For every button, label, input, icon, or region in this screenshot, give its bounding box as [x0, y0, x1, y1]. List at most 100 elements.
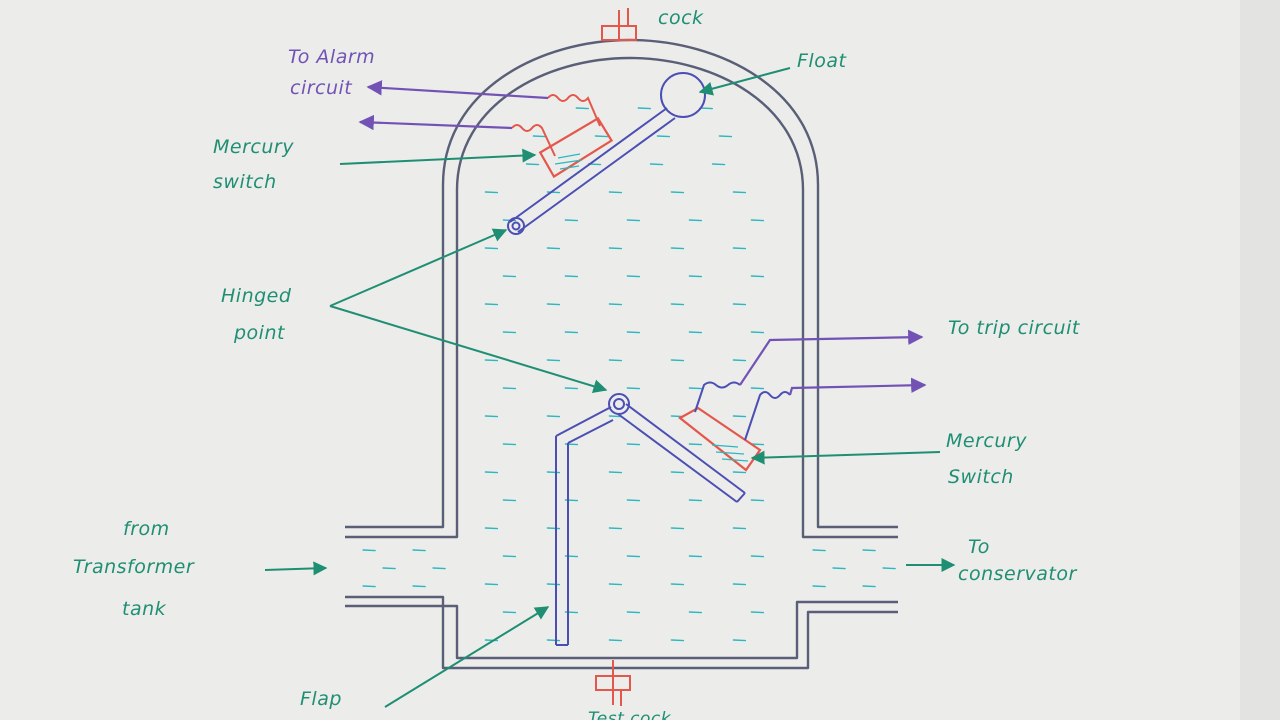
- oil-dash: [832, 567, 846, 570]
- oil-dash: [525, 163, 540, 166]
- oil-dash: [502, 611, 517, 614]
- oil-dash: [812, 585, 826, 588]
- oil-dash: [608, 415, 623, 418]
- oil-dash: [732, 471, 747, 474]
- label-flap: Flap: [300, 688, 342, 710]
- label-alarm-line1: To Alarm: [288, 46, 375, 68]
- oil-dash: [502, 555, 517, 558]
- oil-dash: [626, 219, 641, 222]
- oil-dash: [626, 331, 641, 334]
- oil-dash: [732, 247, 747, 250]
- oil-dash: [688, 555, 703, 558]
- flap-assembly: [555, 393, 746, 646]
- oil-dash: [575, 107, 590, 110]
- oil-dash: [750, 611, 765, 614]
- oil-dash: [656, 135, 671, 138]
- oil-dash: [608, 359, 623, 362]
- oil-dash: [546, 639, 561, 642]
- oil-dash: [412, 585, 426, 588]
- oil-dash: [732, 639, 747, 642]
- oil-dash: [484, 415, 499, 418]
- oil-dash: [688, 611, 703, 614]
- label-hinged-line2: point: [233, 322, 286, 344]
- alarm-wires: [358, 80, 549, 131]
- trip-wires: [739, 329, 927, 396]
- oil-dash: [484, 527, 499, 530]
- oil-dash: [862, 585, 876, 588]
- oil-dash: [564, 219, 579, 222]
- oil-dash: [670, 359, 685, 362]
- label-cock-bottom: Test cock: [588, 709, 672, 720]
- oil-dash: [484, 191, 499, 194]
- upper-mercury-switch: [511, 94, 614, 179]
- top-cock: [601, 8, 637, 41]
- oil-dash: [750, 555, 765, 558]
- label-hinged-line1: Hinged: [221, 285, 292, 307]
- oil-dash: [546, 303, 561, 306]
- oil-dash: [546, 415, 561, 418]
- oil-dash: [626, 387, 641, 390]
- oil-dash: [608, 247, 623, 250]
- oil-dash: [432, 567, 446, 570]
- oil-dash: [546, 471, 561, 474]
- oil-dash: [670, 471, 685, 474]
- oil-dash: [532, 135, 547, 138]
- oil-dash: [564, 275, 579, 278]
- oil-dash: [732, 359, 747, 362]
- oil-dash: [732, 583, 747, 586]
- oil-dash: [670, 639, 685, 642]
- oil-dash: [732, 415, 747, 418]
- label-mercury-upper-line1: Mercury: [213, 136, 294, 158]
- oil-dash: [882, 567, 896, 570]
- oil-dash: [732, 527, 747, 530]
- lower-mercury-switch: [678, 381, 791, 472]
- oil-dash: [750, 443, 765, 446]
- oil-dash: [649, 163, 664, 166]
- oil-dash: [502, 387, 517, 390]
- label-from-line3: tank: [122, 598, 167, 620]
- oil-dash: [502, 331, 517, 334]
- oil-dash: [608, 583, 623, 586]
- oil-dash: [626, 443, 641, 446]
- oil-dash: [546, 191, 561, 194]
- label-mercury-lower-line2: Switch: [948, 466, 1014, 488]
- oil-dash: [626, 499, 641, 502]
- oil-dash: [362, 549, 376, 552]
- oil-dash: [750, 219, 765, 222]
- upper-hinge: [507, 217, 525, 235]
- bottom-cock: [595, 660, 631, 706]
- oil-dash: [546, 583, 561, 586]
- oil-dash: [732, 191, 747, 194]
- relay-vessel: [345, 38, 898, 670]
- label-mercury-lower-line1: Mercury: [946, 430, 1027, 452]
- oil-dash: [546, 527, 561, 530]
- oil-dash: [608, 527, 623, 530]
- oil-dash: [608, 639, 623, 642]
- oil-dash: [484, 471, 499, 474]
- oil-dash: [688, 387, 703, 390]
- oil-dash: [626, 611, 641, 614]
- oil-dash: [688, 443, 703, 446]
- oil-dash: [546, 247, 561, 250]
- label-to-line1: To: [968, 536, 990, 558]
- oil-dash: [412, 549, 426, 552]
- oil-dash: [564, 331, 579, 334]
- oil-level-dashes: [362, 107, 896, 642]
- label-to-line2: conservator: [958, 563, 1077, 585]
- leader-arrows: [264, 67, 956, 708]
- oil-dash: [626, 555, 641, 558]
- label-trip: To trip circuit: [948, 317, 1081, 339]
- oil-dash: [502, 499, 517, 502]
- oil-dash: [608, 471, 623, 474]
- oil-dash: [670, 191, 685, 194]
- oil-dash: [484, 583, 499, 586]
- oil-dash: [688, 219, 703, 222]
- lower-hinge: [608, 393, 630, 415]
- oil-dash: [484, 303, 499, 306]
- oil-dash: [812, 549, 826, 552]
- oil-dash: [670, 583, 685, 586]
- oil-dash: [688, 499, 703, 502]
- label-mercury-upper-line2: switch: [213, 171, 277, 193]
- oil-dash: [750, 275, 765, 278]
